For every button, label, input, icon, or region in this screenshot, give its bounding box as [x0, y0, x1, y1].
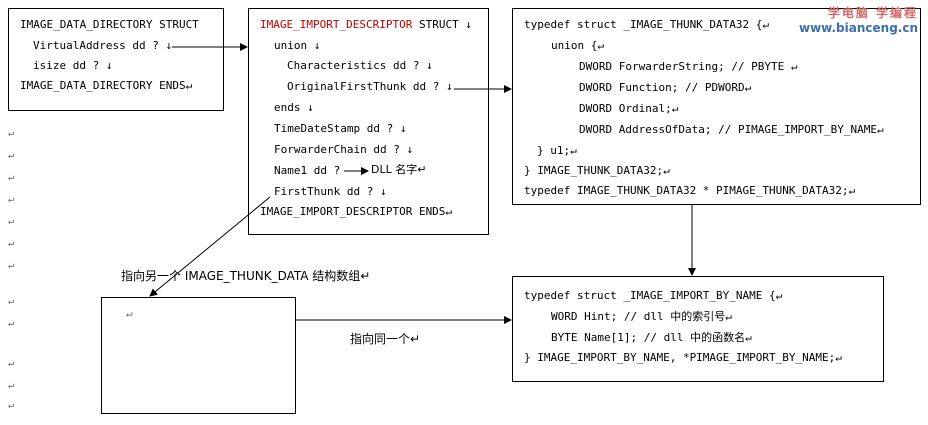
import-descriptor-title-suffix: STRUCT ↓	[412, 18, 472, 31]
paragraph-mark: ↵	[8, 400, 15, 411]
paragraph-mark: ↵	[8, 318, 15, 329]
thunk-data-line: DWORD ForwarderString; // PBYTE ↵	[579, 60, 798, 73]
paragraph-mark: ↵	[126, 307, 133, 320]
data-directory-line: VirtualAddress dd ? ↓	[33, 39, 173, 52]
thunk-data-line: typedef IMAGE_THUNK_DATA32 * PIMAGE_THUN…	[524, 184, 856, 197]
paragraph-mark: ↵	[8, 238, 15, 249]
data-directory-line: IMAGE_DATA_DIRECTORY ENDS↵	[20, 79, 193, 92]
thunk-data-line: typedef struct _IMAGE_THUNK_DATA32 {↵	[524, 18, 770, 31]
import-descriptor-line: ends ↓	[274, 101, 314, 114]
thunk-data-line: DWORD Function; // PDWORD↵	[579, 81, 752, 94]
points-to-other-label: 指向另一个 IMAGE_THUNK_DATA 结构数组↵	[121, 269, 371, 283]
import-by-name-line: BYTE Name[1]; // dll 中的函数名↵	[551, 331, 752, 344]
import-descriptor-title: IMAGE_IMPORT_DESCRIPTOR STRUCT ↓	[260, 18, 472, 32]
import-descriptor-line: Characteristics dd ? ↓	[287, 59, 433, 72]
import-descriptor-line: union ↓	[274, 39, 321, 52]
thunk-data-line: } u1;↵	[537, 144, 577, 157]
paragraph-mark: ↵	[8, 128, 15, 139]
import-descriptor-line: IMAGE_IMPORT_DESCRIPTOR ENDS↵	[260, 205, 453, 218]
watermark-slogan: 学电脑 学编程	[827, 6, 918, 20]
paragraph-mark: ↵	[8, 150, 15, 161]
import-descriptor-line: ForwarderChain dd ? ↓	[274, 143, 414, 156]
points-to-same-label: 指向同一个↵	[350, 332, 421, 346]
data-directory-line: isize dd ? ↓	[33, 59, 113, 72]
paragraph-mark: ↵	[8, 358, 15, 369]
data-directory-line: IMAGE_DATA_DIRECTORY STRUCT	[20, 18, 199, 31]
data-directory-box: IMAGE_DATA_DIRECTORY STRUCT VirtualAddre…	[8, 8, 224, 111]
paragraph-mark: ↵	[8, 380, 15, 391]
paragraph-mark: ↵	[8, 260, 15, 271]
thunk-data-line: union {↵	[551, 39, 604, 52]
import-by-name-line: WORD Hint; // dll 中的索引号↵	[551, 310, 732, 323]
thunk-data-line: } IMAGE_THUNK_DATA32;↵	[524, 164, 670, 177]
watermark: 学电脑 学编程 www.bianceng.cn	[799, 4, 918, 35]
thunk-data-line: DWORD Ordinal;↵	[579, 102, 679, 115]
watermark-url: www.bianceng.cn	[799, 21, 918, 35]
import-descriptor-line: Name1 dd ?	[274, 164, 341, 177]
import-by-name-line: } IMAGE_IMPORT_BY_NAME, *PIMAGE_IMPORT_B…	[524, 351, 842, 364]
import-descriptor-line: FirstThunk dd ? ↓	[274, 185, 387, 198]
thunk-array-box: ↵	[101, 297, 296, 414]
paragraph-mark: ↵	[8, 296, 15, 307]
import-descriptor-box: IMAGE_IMPORT_DESCRIPTOR STRUCT ↓ union ↓…	[248, 8, 489, 235]
import-descriptor-title-name: IMAGE_IMPORT_DESCRIPTOR	[260, 18, 413, 31]
paragraph-mark: ↵	[8, 172, 15, 183]
import-descriptor-line: TimeDateStamp dd ? ↓	[274, 122, 407, 135]
import-descriptor-line: OriginalFirstThunk dd ? ↓	[287, 80, 453, 93]
paragraph-mark: ↵	[8, 194, 15, 205]
paragraph-mark: ↵	[8, 216, 15, 227]
dll-name-label: DLL 名字↵	[371, 163, 427, 176]
import-by-name-box: typedef struct _IMAGE_IMPORT_BY_NAME {↵ …	[512, 276, 884, 382]
thunk-data-line: DWORD AddressOfData; // PIMAGE_IMPORT_BY…	[579, 123, 884, 136]
import-by-name-line: typedef struct _IMAGE_IMPORT_BY_NAME {↵	[524, 289, 783, 302]
thunk-data-box: typedef struct _IMAGE_THUNK_DATA32 {↵ un…	[512, 8, 921, 205]
